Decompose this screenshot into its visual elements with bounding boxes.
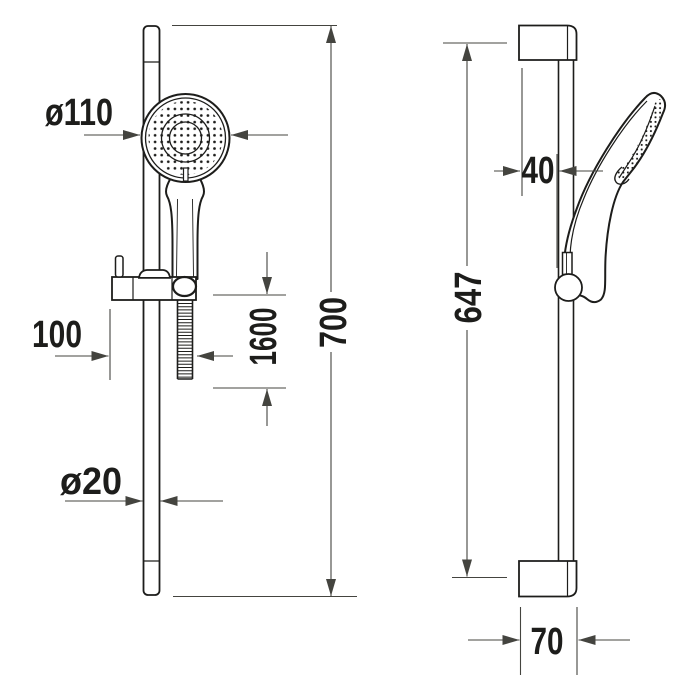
shower-hose-front (176, 300, 194, 380)
wall-bracket-top (518, 24, 578, 61)
handle-cone-end (171, 275, 198, 298)
hand-shower-side (554, 92, 667, 304)
dim-label-hose-length: 1600 (243, 308, 285, 366)
slide-bar-end-caps (143, 61, 160, 562)
holder-section-lines (132, 277, 173, 300)
dim-label-bracket-width: 70 (531, 621, 564, 663)
holder-bar-collar (137, 269, 172, 279)
dim-label-mounting-distance: 647 (448, 272, 490, 324)
spray-face-dots (616, 99, 664, 180)
slide-bar-side (557, 60, 575, 561)
handle-highlight-lines (176, 198, 194, 278)
dim-label-bar-diameter: ø20 (60, 461, 122, 503)
dimension-graphics (55, 24, 630, 675)
spray-ring-inner (168, 121, 203, 155)
head-clip-hook (614, 166, 630, 185)
holder-knob-side (554, 273, 583, 302)
head-bottom-notch (182, 167, 189, 182)
side-view (518, 24, 667, 598)
spray-ring-outer (160, 113, 211, 163)
dim-label-holder-length: 100 (32, 314, 82, 356)
front-view (111, 25, 231, 596)
dim-label-bar-total-length: 700 (313, 297, 355, 348)
ext-lines-hose (213, 294, 286, 389)
hose-ribs (177, 303, 193, 378)
spray-nozzle-field (148, 101, 223, 175)
wall-bracket-bottom (518, 560, 578, 598)
dimension-labels: ø110 100 1600 700 ø20 40 647 70 (32, 92, 564, 663)
dim-label-wall-offset: 40 (522, 150, 555, 192)
hand-shower-handle-front (165, 170, 206, 280)
ext-lines-mounting (443, 42, 507, 579)
ext-lines-bracket-width (519, 607, 578, 675)
dim-label-head-diameter: ø110 (45, 92, 113, 134)
holder-pin-side (561, 251, 573, 276)
slider-holder-front (111, 255, 198, 301)
hand-shower-head-front (140, 93, 231, 183)
ext-lines-wall-offset (521, 68, 558, 268)
holder-lock-pin (114, 255, 124, 278)
